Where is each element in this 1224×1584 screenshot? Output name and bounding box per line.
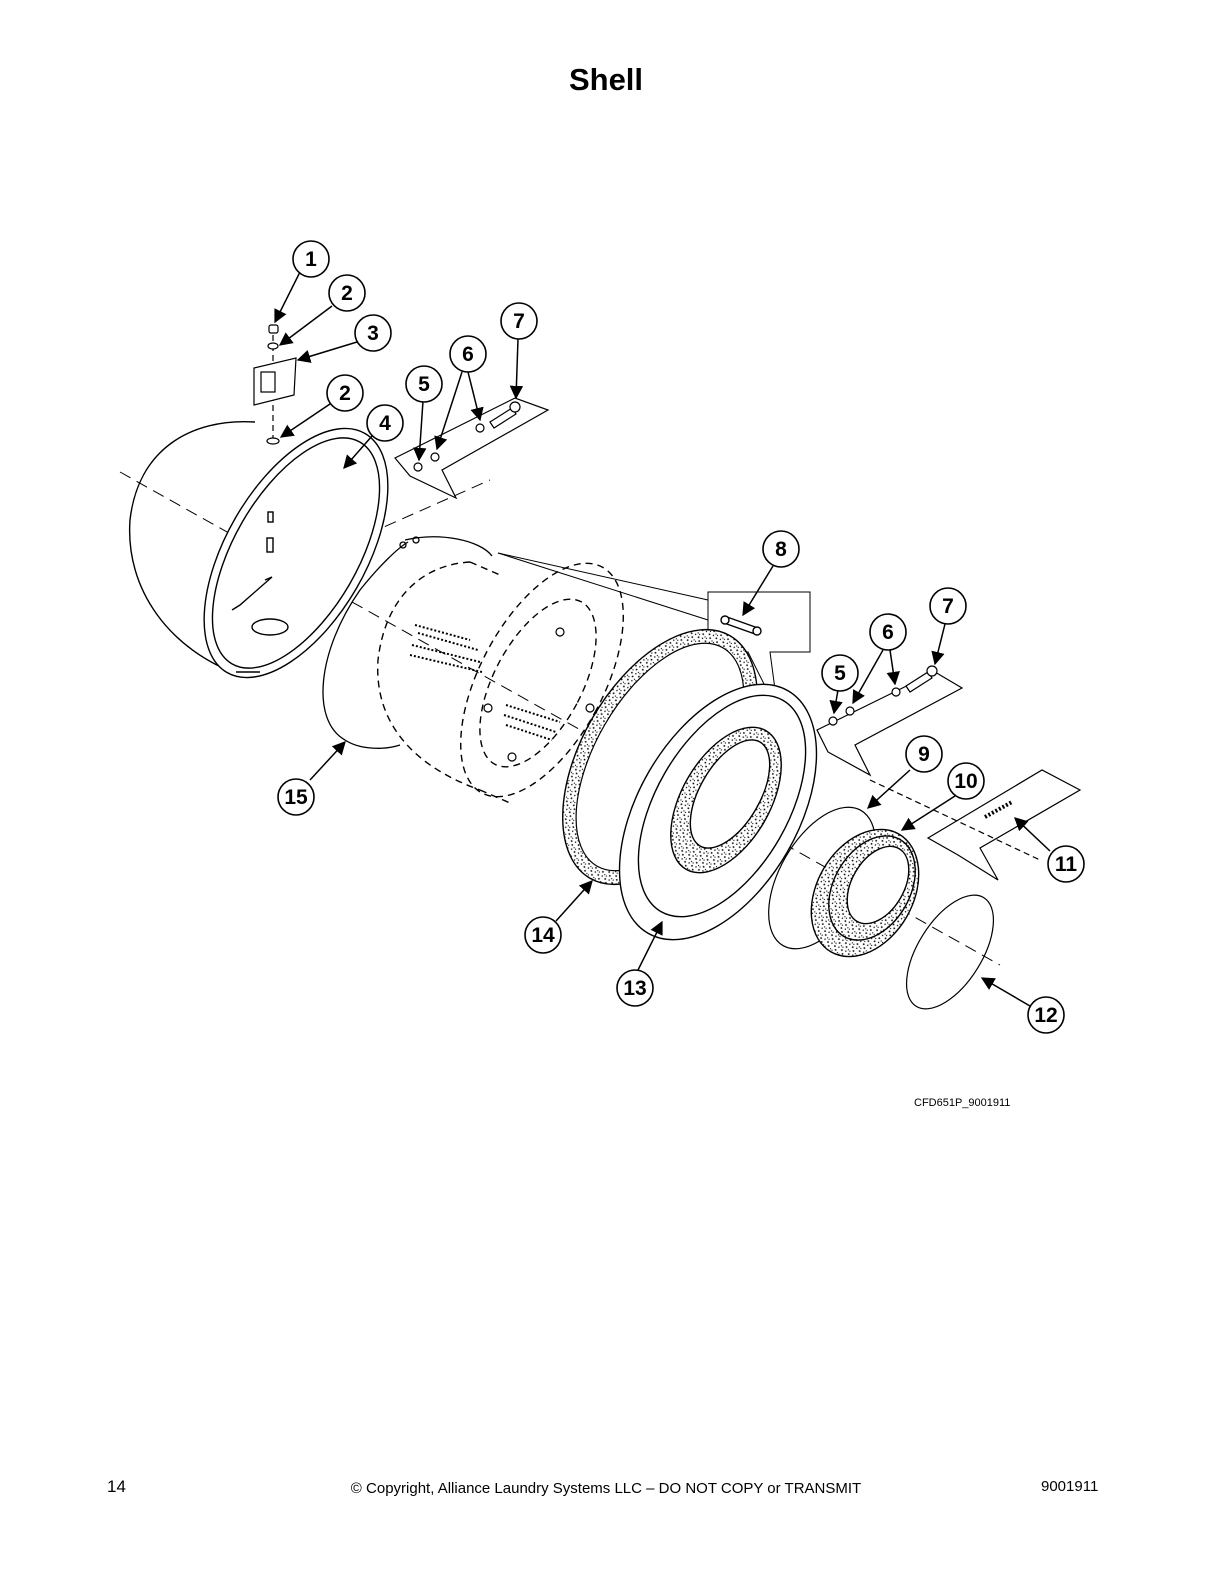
callout-5-upper: 5 <box>405 365 443 403</box>
callout-11: 11 <box>1047 845 1085 883</box>
callout-12-label: 12 <box>1034 1004 1057 1027</box>
callout-7-upper: 7 <box>500 302 538 340</box>
callout-2a: 2 <box>328 274 366 312</box>
callouts: 1 2 3 2 4 5 6 7 8 7 6 5 9 10 11 12 13 14… <box>277 240 1085 1034</box>
callout-5-lower: 5 <box>821 654 859 692</box>
bolt-set-lower <box>816 665 964 777</box>
front-panel-13 <box>618 683 818 941</box>
callout-8: 8 <box>762 530 800 568</box>
callout-2b: 2 <box>326 374 364 412</box>
callout-15: 15 <box>277 778 315 816</box>
callout-15-label: 15 <box>284 786 308 809</box>
drawing-id: CFD651P_9001911 <box>914 1097 1011 1109</box>
callout-2b-label: 2 <box>339 382 351 405</box>
callout-3-label: 3 <box>367 322 379 345</box>
ring-15 <box>322 536 493 749</box>
callout-5-upper-label: 5 <box>418 373 430 396</box>
callout-11-label: 11 <box>1055 853 1078 876</box>
callout-7-lower-label: 7 <box>942 595 954 618</box>
callout-6-upper-label: 6 <box>462 343 474 366</box>
callout-9: 9 <box>905 735 943 773</box>
callout-14: 14 <box>524 916 562 954</box>
spring-set-11 <box>869 769 1082 881</box>
callout-8-label: 8 <box>775 538 787 561</box>
document-number: 9001911 <box>1041 1478 1099 1495</box>
bracket-8-part <box>720 615 762 636</box>
page-number: 14 <box>107 1477 126 1496</box>
callout-6-upper: 6 <box>449 335 487 373</box>
callout-1: 1 <box>292 240 330 278</box>
callout-7-lower: 7 <box>929 587 967 625</box>
callout-1-label: 1 <box>305 248 317 271</box>
ring-12 <box>905 894 995 1010</box>
copyright-notice: © Copyright, Alliance Laundry Systems LL… <box>350 1480 862 1497</box>
callout-6-lower-label: 6 <box>882 621 894 644</box>
callout-9-label: 9 <box>918 743 930 766</box>
callout-13: 13 <box>616 969 654 1007</box>
callout-10: 10 <box>947 762 985 800</box>
bolt-set-upper <box>394 397 550 500</box>
callout-4-label: 4 <box>379 412 391 435</box>
basket-perforation <box>409 624 561 741</box>
page-title: Shell <box>568 62 644 97</box>
callout-4: 4 <box>366 404 404 442</box>
inner-basket <box>377 561 624 804</box>
callout-6-lower: 6 <box>869 613 907 651</box>
callout-2a-label: 2 <box>341 282 353 305</box>
hardware-stack <box>253 324 297 445</box>
callout-7-upper-label: 7 <box>513 310 525 333</box>
callout-14-label: 14 <box>531 924 555 947</box>
callout-arrows <box>274 271 1051 1007</box>
callout-5-lower-label: 5 <box>834 662 846 685</box>
callout-13-label: 13 <box>623 977 646 1000</box>
callout-3: 3 <box>354 314 392 352</box>
basket-bolts <box>483 627 595 762</box>
door-seal-10 <box>810 828 920 958</box>
callout-12: 12 <box>1027 996 1065 1034</box>
outer-shell <box>128 420 389 679</box>
callout-10-label: 10 <box>954 770 977 793</box>
